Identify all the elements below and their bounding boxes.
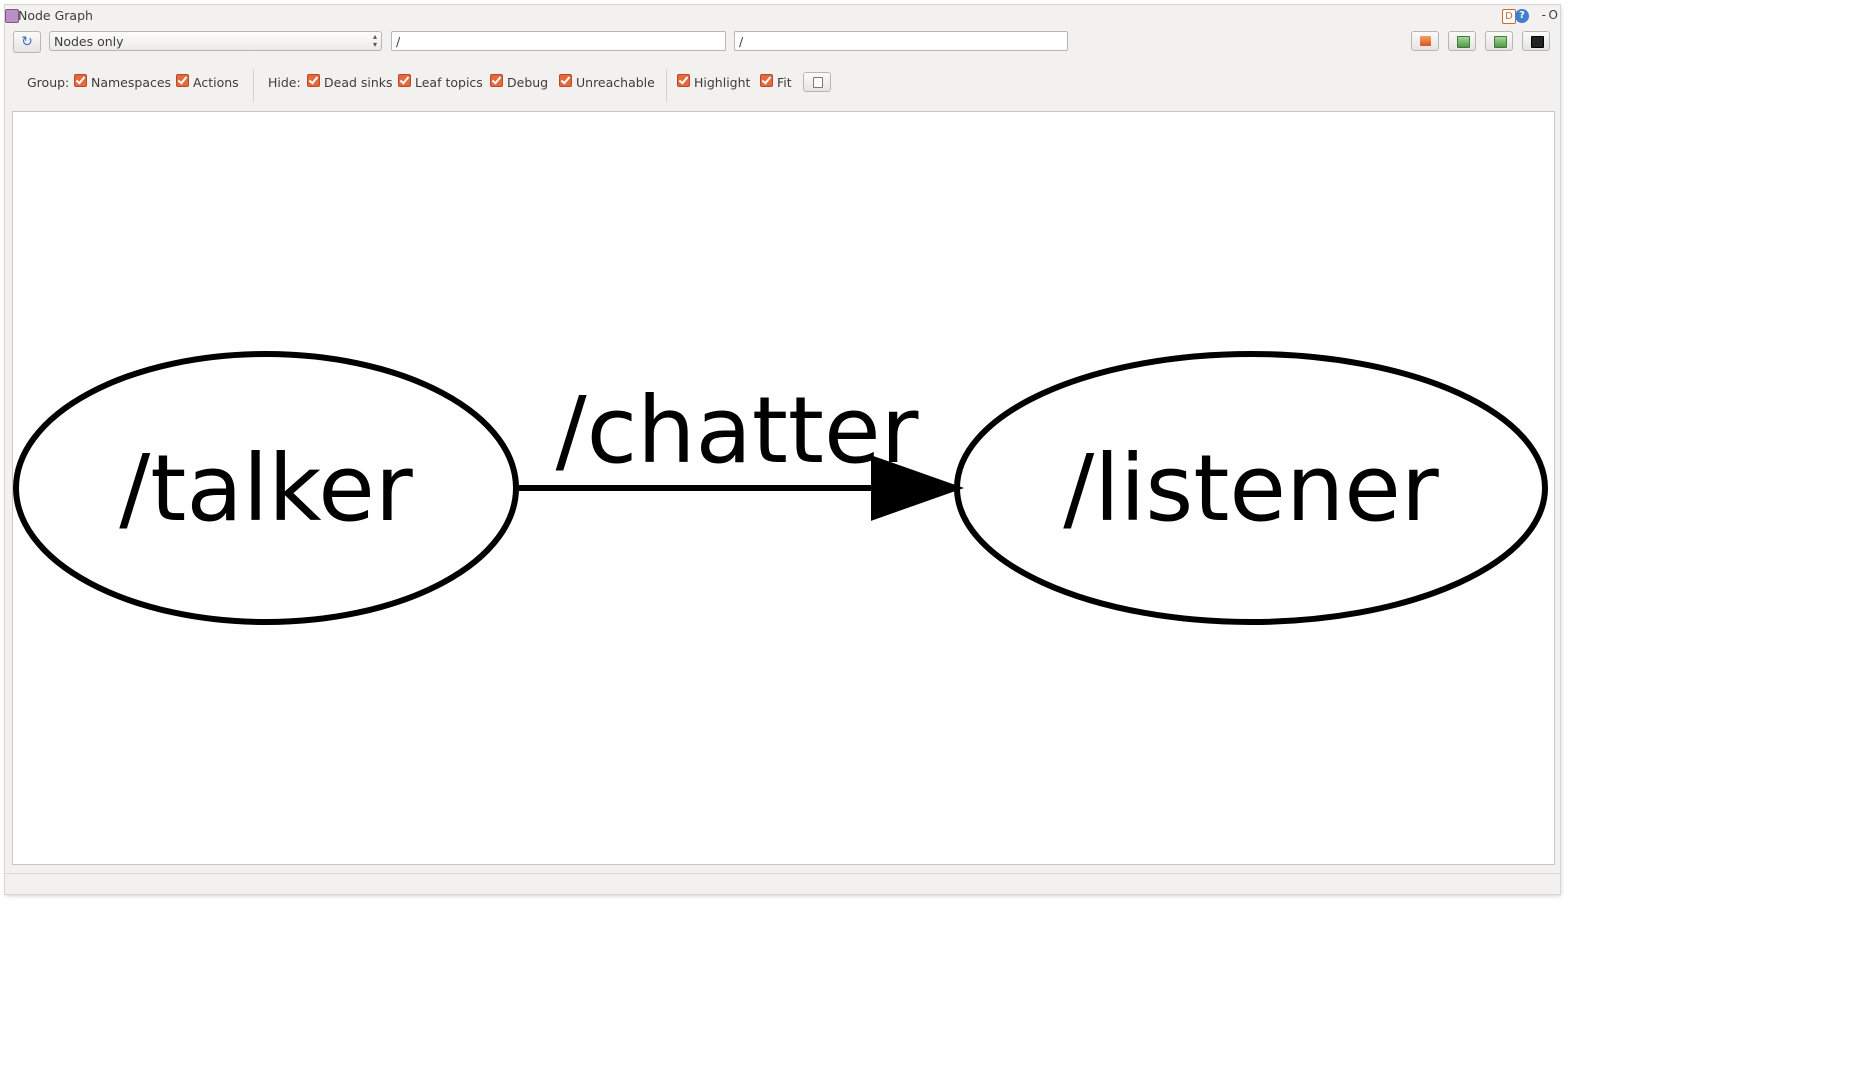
save-svg-icon [1494,36,1507,48]
namespaces-label: Namespaces [91,75,172,90]
save-dot-button[interactable] [1448,31,1476,51]
graph-type-value: Nodes only [54,34,124,49]
checkbox-checked-icon [760,74,773,87]
topic-filter-input[interactable] [734,31,1068,51]
refresh-button[interactable]: ↻ [13,31,41,53]
d-icon[interactable]: D [1502,9,1516,24]
status-bar [5,873,1560,894]
refresh-icon: ↻ [21,34,33,50]
group-label: Group: [27,75,70,90]
talker-node-ellipse[interactable] [13,351,519,625]
leaf-topics-label: Leaf topics [415,75,483,90]
edge-arrowhead-icon [871,455,965,521]
fit-label: Fit [777,75,792,90]
checkbox-checked-icon [74,74,87,87]
checkbox-checked-icon [490,74,503,87]
options-bar: Group: Namespaces Actions Hide: Dead sin… [5,69,1560,102]
dead-sinks-label: Dead sinks [324,75,393,90]
quiet-icon [813,77,823,88]
checkbox-checked-icon [307,74,320,87]
checkbox-checked-icon [398,74,411,87]
quiet-button[interactable] [803,72,831,92]
save-image-button[interactable] [1522,31,1550,51]
checkbox-checked-icon [559,74,572,87]
window-title: Node Graph [18,8,93,23]
toolbar: ↻ Nodes only ▴▾ [5,29,1560,55]
actions-label: Actions [193,75,239,90]
graph-svg: /talker /listener /chatter [13,351,1548,625]
highlight-label: Highlight [694,75,751,90]
help-icon[interactable]: ? [1515,9,1529,23]
separator [253,69,254,102]
load-icon [1420,36,1431,46]
combo-arrows-icon: ▴▾ [372,32,377,49]
app-icon [5,9,19,23]
save-svg-button[interactable] [1485,31,1513,51]
node-graph-window: Node Graph D ? - O ↻ Nodes only ▴▾ Group… [5,5,1560,894]
minimize-button[interactable]: - [1541,8,1546,22]
save-dot-icon [1457,36,1470,48]
listener-node-label: /listener [1063,435,1439,542]
namespace-filter-input[interactable] [391,31,726,51]
chatter-edge-label: /chatter [556,377,919,484]
unreachable-label: Unreachable [576,75,655,90]
maximize-button[interactable]: O [1548,8,1558,22]
save-image-icon [1531,36,1544,48]
load-dot-button[interactable] [1411,31,1439,51]
title-bar: Node Graph D ? - O [5,5,1560,27]
checkbox-checked-icon [677,74,690,87]
talker-node-label: /talker [119,435,413,542]
graph-type-select[interactable]: Nodes only ▴▾ [49,31,382,51]
graph-canvas[interactable]: /talker /listener /chatter [12,111,1555,865]
checkbox-checked-icon [176,74,189,87]
separator [666,69,667,102]
hide-label: Hide: [268,75,301,90]
debug-label: Debug [507,75,549,90]
